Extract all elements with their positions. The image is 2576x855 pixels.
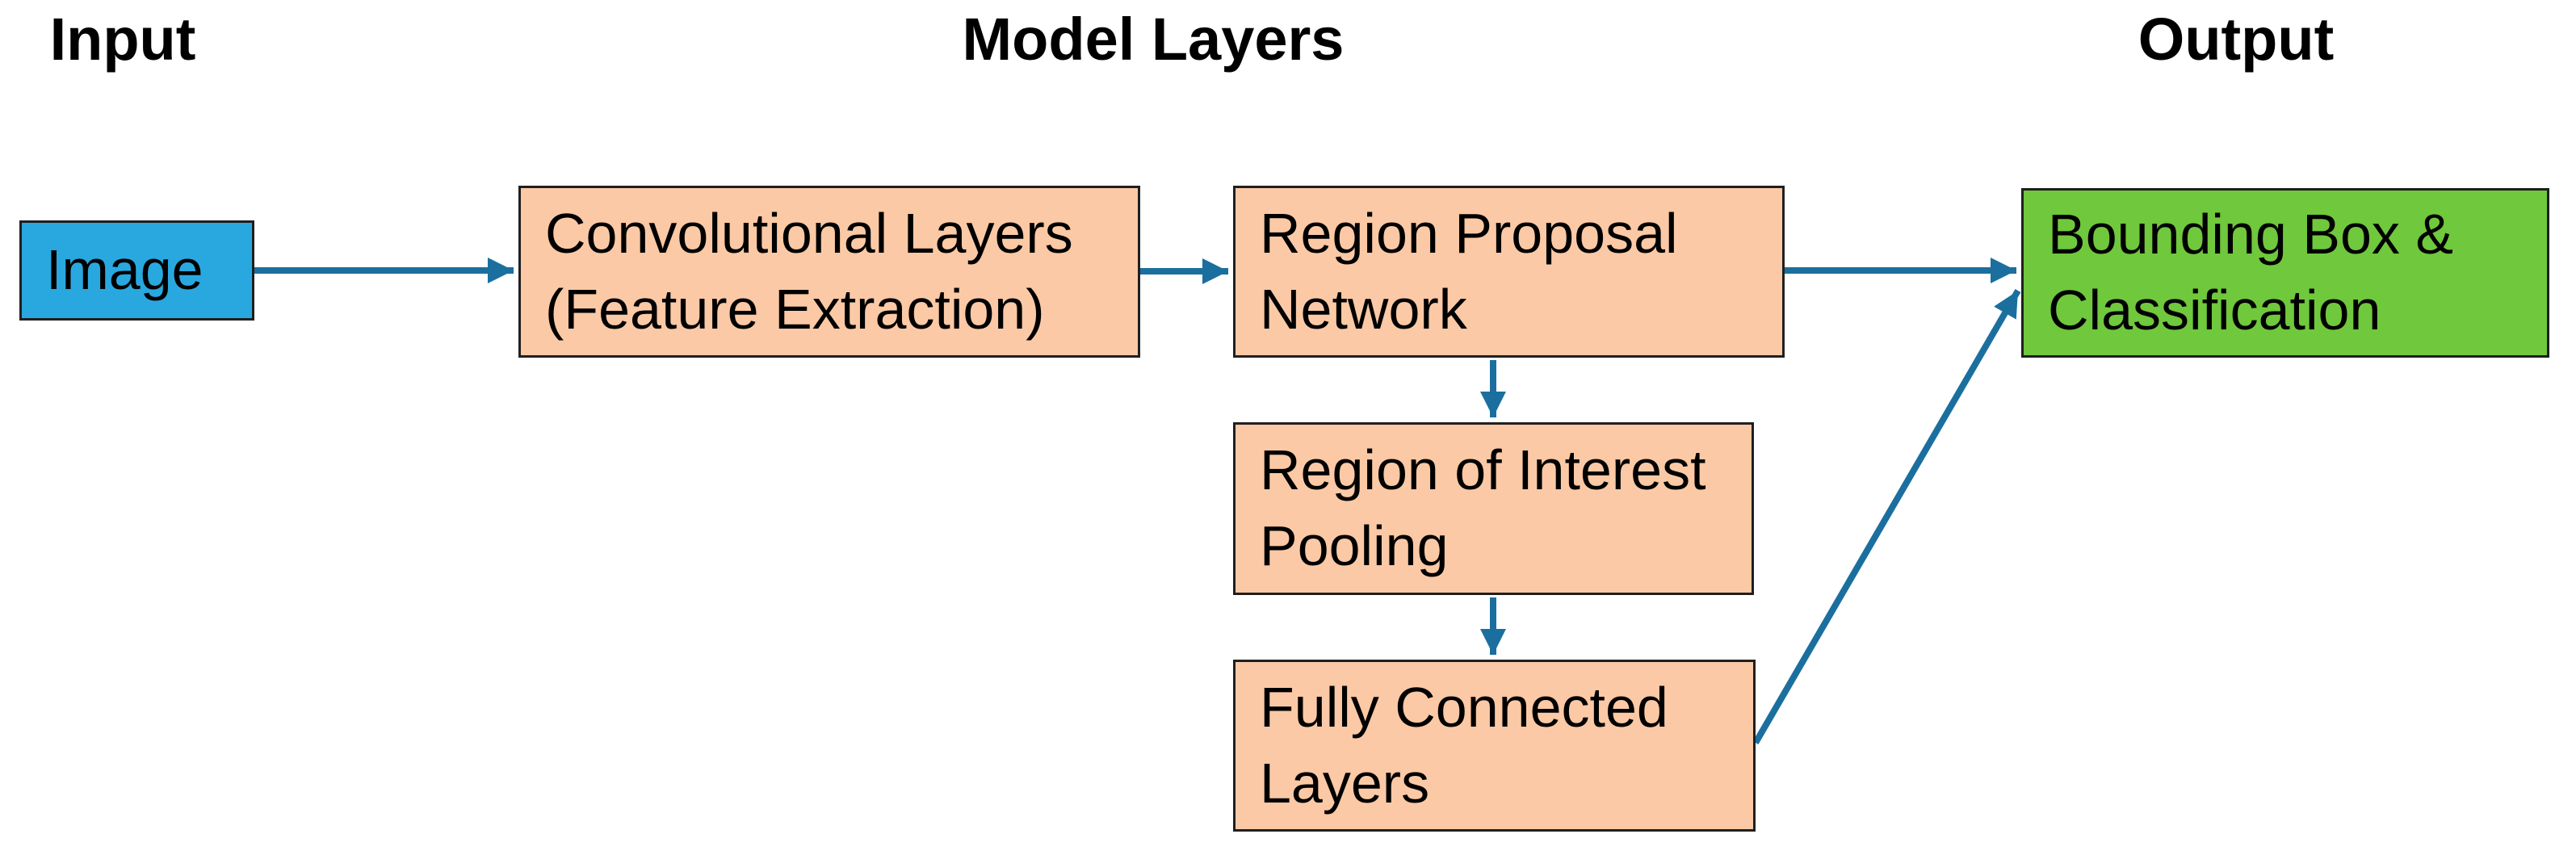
node-label-line: (Feature Extraction) [545,277,1045,341]
column-heading-model-layers: Model Layers [962,6,1345,73]
node-label-line: Network [1260,277,1467,341]
node-label-line: Layers [1260,751,1430,815]
column-heading-output: Output [2138,6,2335,73]
node-label-line: Convolutional Layers [545,201,1073,265]
node-label-line: Bounding Box & [2048,203,2454,266]
node-label-line: Region Proposal [1260,201,1678,265]
node-label-line: Region of Interest [1260,438,1706,502]
node-region-of-interest-pooling: Region of Interest Pooling [1233,422,1754,595]
node-fully-connected-layers: Fully Connected Layers [1233,660,1756,832]
node-label-line: Classification [2048,279,2381,342]
arrow-fc-to-output [1752,288,2021,745]
node-convolutional-layers: Convolutional Layers (Feature Extraction… [518,186,1140,358]
node-input-image: Image [19,220,254,321]
node-label-line: Fully Connected [1260,675,1668,739]
node-label-line: Image [46,238,203,302]
node-bounding-box-classification: Bounding Box & Classification [2021,188,2549,358]
node-region-proposal-network: Region Proposal Network [1233,186,1785,358]
column-heading-input: Input [49,6,196,73]
node-label-line: Pooling [1260,514,1449,577]
